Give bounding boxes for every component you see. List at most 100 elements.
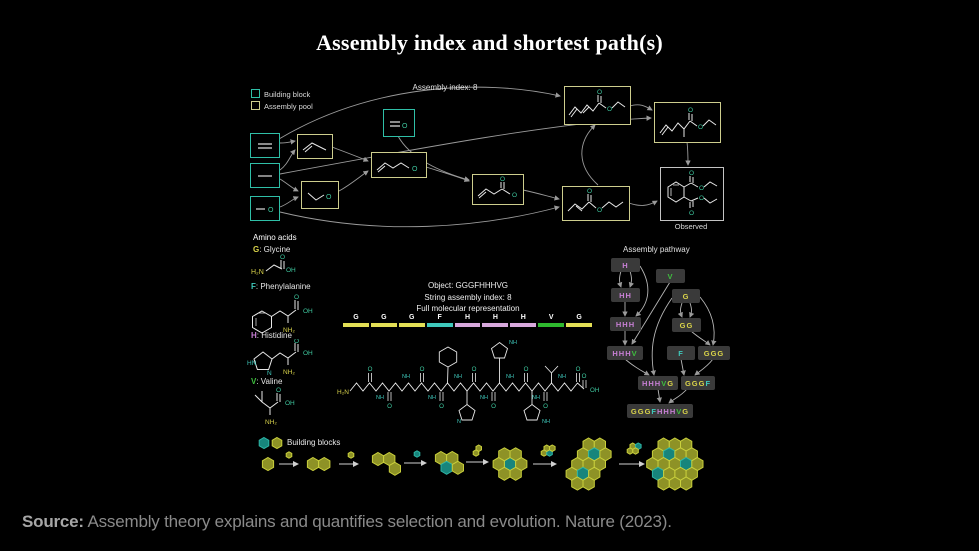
svg-text:NH₂: NH₂ [283,369,295,376]
sequence-segment: G [370,314,397,327]
sequence-segment: H [454,314,481,327]
sequence-segment: G [343,314,369,327]
glycine-structure: H₂N O OH [251,254,296,276]
svg-text:NH: NH [402,374,410,380]
svg-text:NH: NH [532,395,540,401]
svg-text:NH₂: NH₂ [283,327,295,334]
building-block-swatch [251,89,260,98]
hexagon-olive [318,456,331,472]
svg-text:O: O [587,188,592,195]
pathway-node-HH: HH [611,288,640,302]
svg-text:O: O [294,339,299,345]
hexagon-olive [388,461,401,476]
hexagon-olive [498,466,511,481]
sequence-segment: G [398,314,425,327]
svg-text:O: O [439,403,444,410]
hexagon-olive [657,476,670,491]
butenoate-structure: O O [477,176,517,199]
pathway-node-HHHVG: HHHVG [638,376,678,390]
svg-text:OH: OH [590,387,599,394]
svg-text:O: O [326,194,332,201]
hexagon-olive [498,447,511,462]
svg-text:NH₂: NH₂ [265,419,277,426]
svg-text:NH: NH [428,395,436,401]
amino-histidine-label: H: Histidine [251,331,292,340]
svg-text:O: O [472,366,477,373]
molecule-branched-ester: O O [654,102,721,143]
page-title: Assembly index and shortest path(s) [316,30,663,55]
molecule-observed-phthalate: O O O O [660,167,724,221]
svg-text:OH: OH [286,267,296,274]
svg-text:O: O [500,176,505,183]
top-diagram-arrows [278,86,691,228]
svg-text:O: O [689,170,694,177]
amino-phenylalanine-label: F: Phenylalanine [251,282,311,291]
pathway-node-GGGFHHHVG: GGGFHHHVG [627,404,693,418]
hexagon-olive [371,451,385,467]
svg-text:H₂N: H₂N [251,269,264,276]
svg-text:NH: NH [506,374,514,380]
amino-valine-label: V: Valine [251,377,283,386]
sequence-segment: H [482,314,509,327]
svg-text:O: O [597,207,602,214]
pathway-node-F: F [667,346,695,360]
svg-text:O: O [576,366,581,373]
histidine-structure: HN N O OH NH₂ [247,339,313,377]
hexagon-olive [549,444,556,452]
pathway-node-GG: GG [672,318,701,332]
svg-text:N: N [267,370,272,377]
hexagon-olive [632,447,639,455]
hexagon-olive [509,466,522,481]
svg-text:NH: NH [376,395,384,401]
legend-assembly-pool: Assembly pool [251,101,313,111]
building-block-c-o: O [250,196,280,221]
diene-ester-structure: O O [568,89,626,118]
hexagon-teal [413,450,421,458]
pathway-node-GGG: GGG [698,346,730,360]
svg-text:O: O [543,403,548,410]
assembly-pool-swatch [251,101,260,110]
legend-building-block: Building block [251,89,310,99]
sequence-segment: F [426,314,453,327]
assembly-pathway-title: Assembly pathway [623,245,690,254]
molecule-butenol-fragment: O [371,152,427,178]
building-blocks-legend-label: Building blocks [287,438,341,447]
butenol-structure: O [376,162,418,173]
svg-text:O: O [368,366,373,373]
pathway-node-GGGF: GGGF [681,376,715,390]
hexagon-olive [261,456,275,472]
building-block-carbonyl: O [383,109,415,137]
molecule-propene [297,134,333,159]
branched-ester-structure: O O [659,107,717,137]
hexagon-olive [582,476,595,491]
svg-text:O: O [688,107,693,114]
single-bond-icon [258,175,272,177]
svg-text:O: O [276,387,281,394]
source-line: Source: Assembly theory explains and qua… [22,512,672,532]
svg-text:O: O [597,89,602,96]
double-bond-icon [258,143,272,149]
pathway-node-HHHV: HHHV [607,346,643,360]
string-assembly-index-line: String assembly index: 8 [424,293,512,302]
svg-text:OH: OH [303,308,313,315]
molecule-diene-ester: O O [564,86,631,125]
amino-glycine-label: G: Glycine [253,245,291,254]
molecule-butenoate-fragment: O O [472,174,524,205]
svg-text:O: O [402,123,408,130]
pathway-arrows [617,265,717,404]
phthalate-structure: O O O O [667,170,718,217]
ethanol-structure: O [307,192,332,201]
hexagon-olive [306,456,320,472]
svg-text:NH: NH [542,419,550,425]
hexagon-olive [475,444,482,452]
pathway-node-V: V [656,269,685,283]
pathway-node-H: H [611,258,640,272]
object-line: Object: GGGFHHHVG [427,281,508,290]
molecule-ethanol-fragment: O [301,181,339,209]
svg-text:O: O [582,373,587,380]
svg-text:O: O [524,366,529,373]
